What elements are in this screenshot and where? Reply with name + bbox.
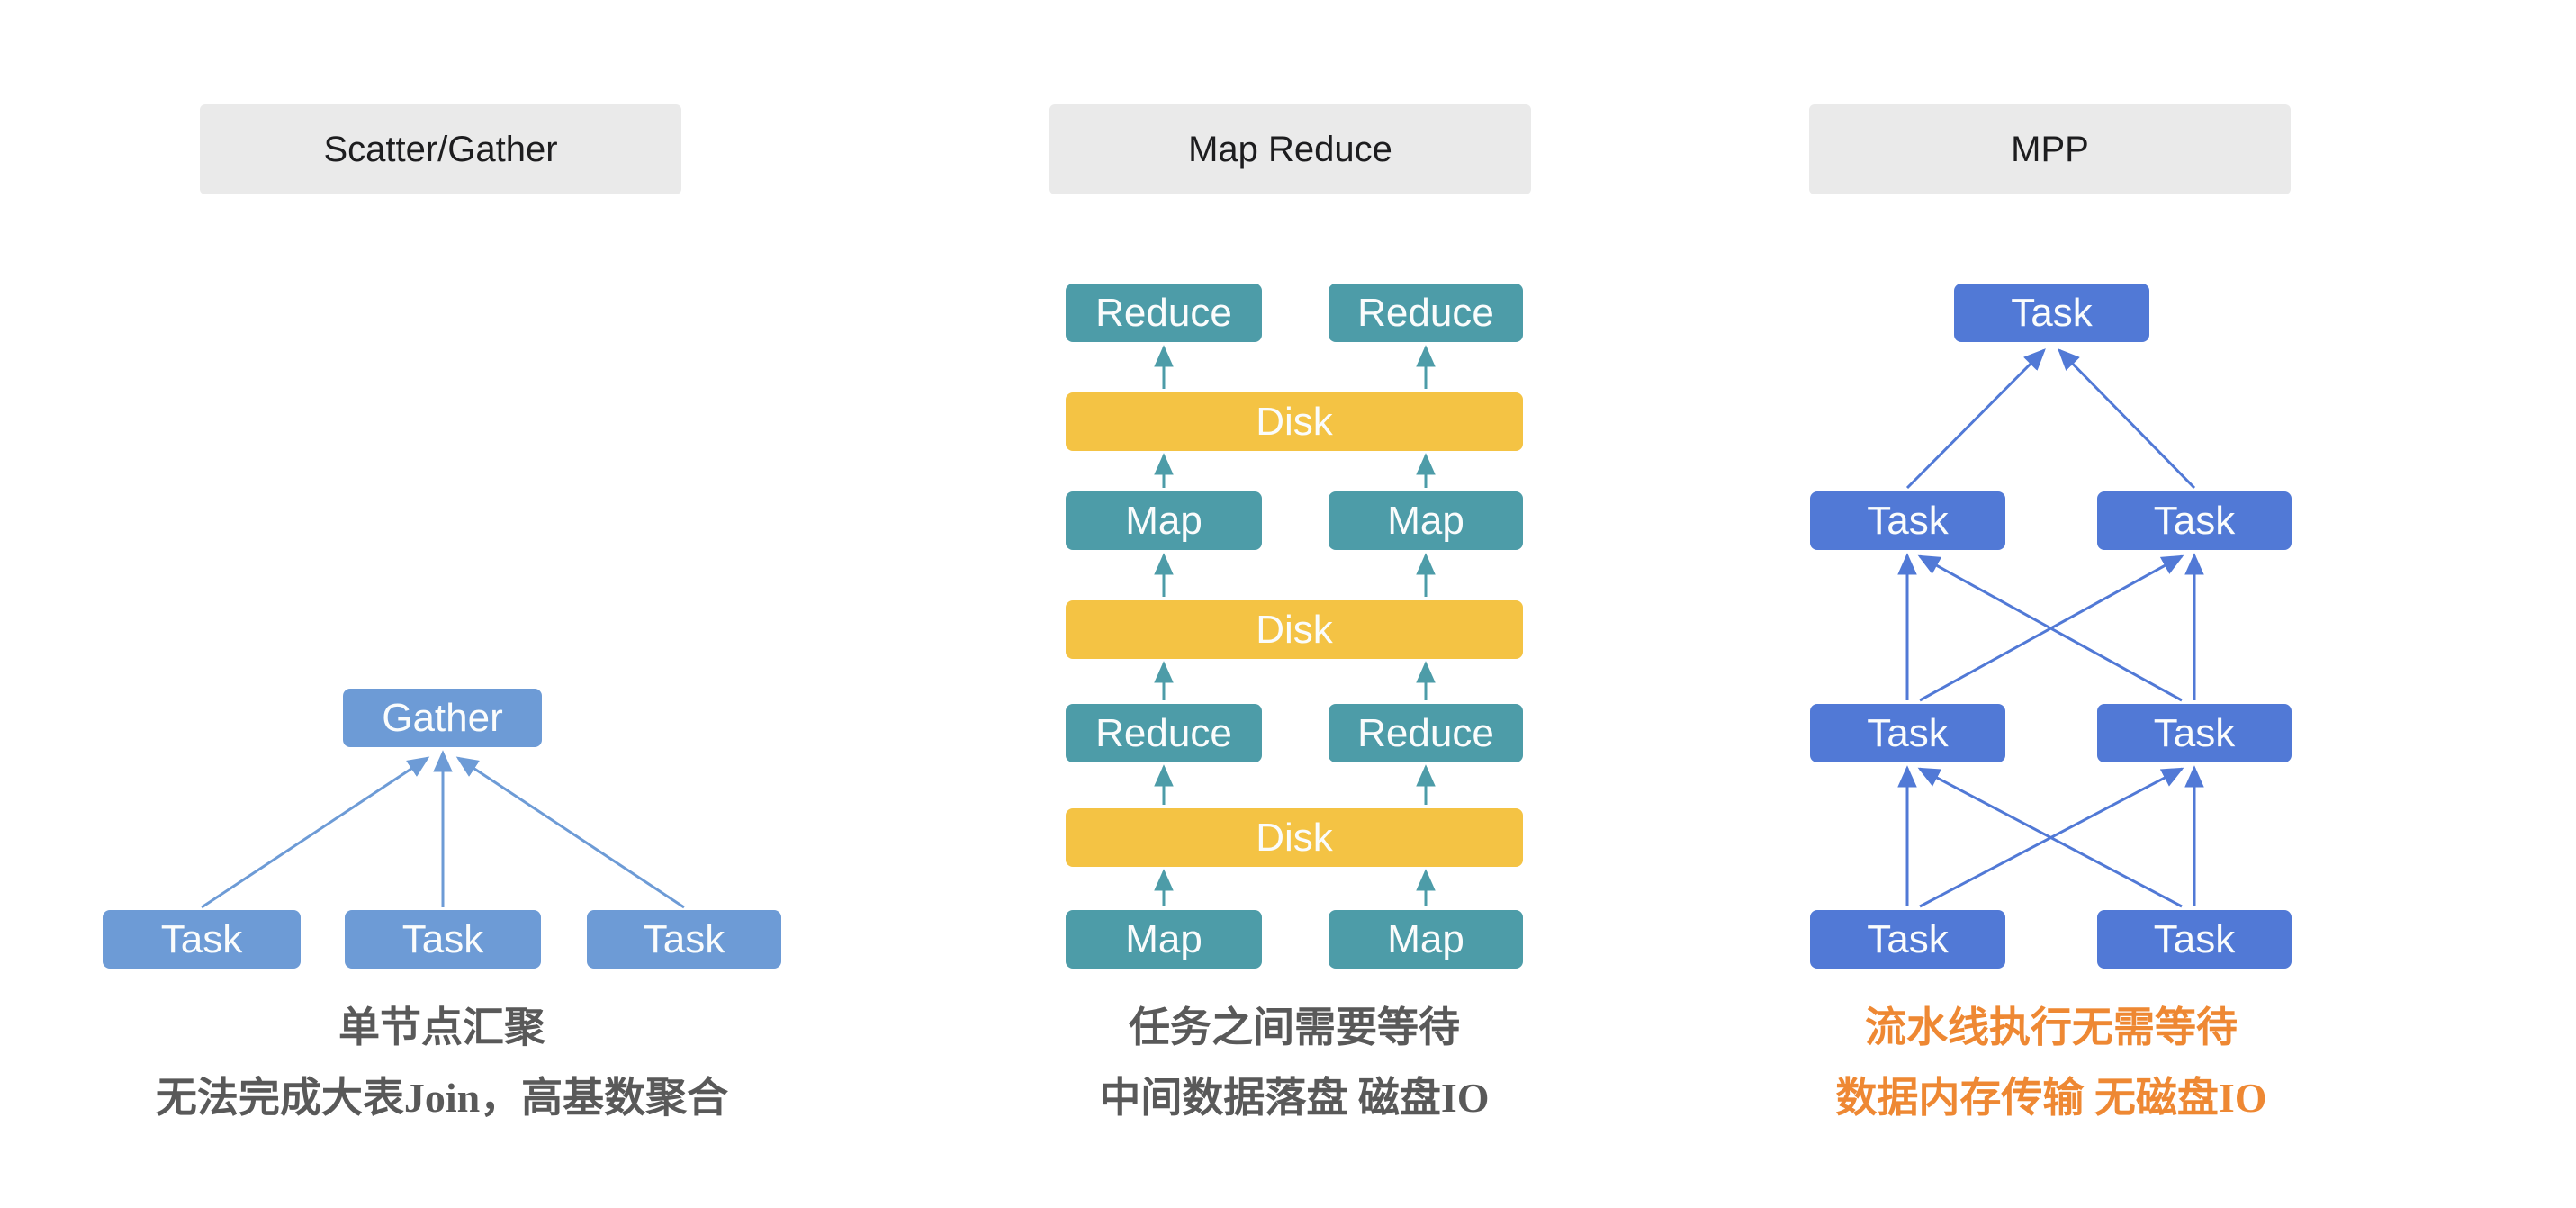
mr-disk-bar-1: Disk (1066, 392, 1523, 451)
arrow-mpp-r2l-to-top (1905, 348, 2046, 490)
mr-reduce-box-low-right: Reduce (1329, 704, 1523, 762)
mr-reduce-box-top-right: Reduce (1329, 284, 1523, 342)
arrow-task3-to-gather (455, 756, 685, 909)
map-reduce-arrows (1154, 345, 1436, 906)
header-mpp: MPP (1809, 104, 2291, 194)
arrow-mpp-r4r-to-r3l (1917, 767, 2183, 908)
arrow-mpp-r3r-to-r2l (1917, 554, 2183, 702)
sg-caption-line-1: 单节点汇聚 (338, 1005, 545, 1050)
sg-task-box-1: Task (103, 910, 301, 969)
sg-caption-line-2: 无法完成大表Join，高基数聚合 (155, 1075, 729, 1121)
mr-disk-bar-2: Disk (1066, 600, 1523, 659)
mr-map-box-mid-right: Map (1329, 491, 1523, 550)
mpp-task-box-top: Task (1954, 284, 2149, 342)
mpp-task-box-r2-left: Task (1810, 491, 2005, 550)
mr-map-box-bottom-right: Map (1329, 910, 1523, 969)
sg-task-box-2: Task (345, 910, 541, 969)
mpp-task-box-r2-right: Task (2097, 491, 2292, 550)
gather-box: Gather (343, 689, 542, 747)
mpp-task-box-r4-left: Task (1810, 910, 2005, 969)
mr-map-box-mid-left: Map (1066, 491, 1262, 550)
arrow-mpp-r2r-to-top (2058, 348, 2196, 490)
mr-caption-line-2: 中间数据落盘 磁盘IO (1099, 1075, 1490, 1121)
header-map-reduce: Map Reduce (1049, 104, 1531, 194)
mr-reduce-box-low-left: Reduce (1066, 704, 1262, 762)
header-scatter-gather: Scatter/Gather (200, 104, 681, 194)
mpp-arrows (1897, 348, 2204, 908)
mpp-task-box-r3-right: Task (2097, 704, 2292, 762)
mpp-task-box-r3-left: Task (1810, 704, 2005, 762)
mr-disk-bar-3: Disk (1066, 808, 1523, 867)
mpp-caption-line-1: 流水线执行无需等待 (1865, 1005, 2238, 1050)
mr-reduce-box-top-left: Reduce (1066, 284, 1262, 342)
mr-map-box-bottom-left: Map (1066, 910, 1262, 969)
mr-caption-line-1: 任务之间需要等待 (1129, 1005, 1460, 1050)
sg-task-box-3: Task (587, 910, 781, 969)
arrow-task1-to-gather (201, 756, 430, 909)
mpp-task-box-r4-right: Task (2097, 910, 2292, 969)
scatter-gather-arrows (201, 750, 685, 909)
mpp-caption-line-2: 数据内存传输 无磁盘IO (1835, 1075, 2267, 1121)
